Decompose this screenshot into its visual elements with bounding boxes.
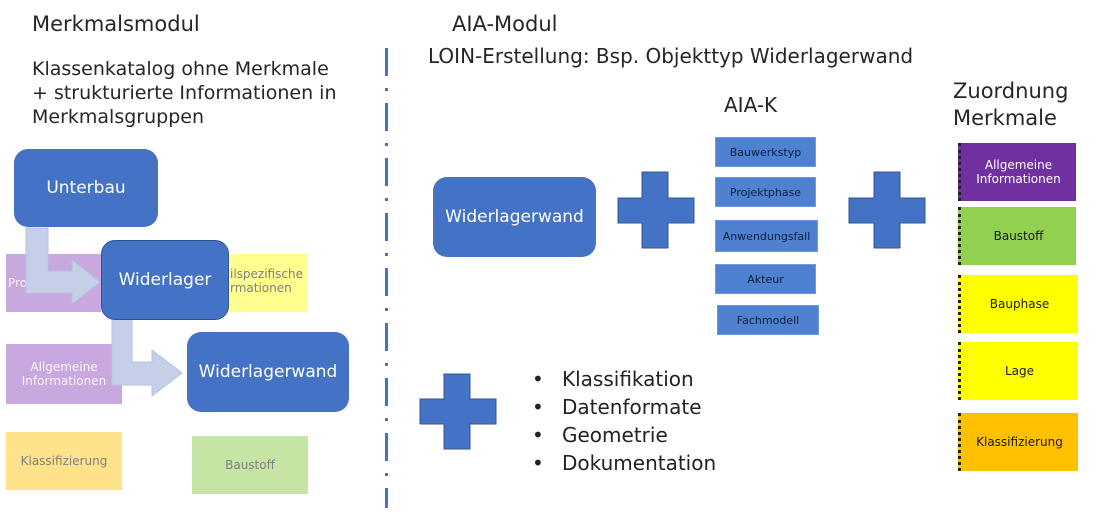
description-line: + strukturierte Informationen in: [32, 82, 337, 104]
group-detail-line: ilspezifische: [230, 267, 303, 281]
assignment-allgemeine-informationen: Allgemeine Informationen: [958, 143, 1076, 201]
plus-icon: [848, 171, 926, 249]
assignment-baustoff: Baustoff: [958, 207, 1076, 265]
additional-requirements-list: Klassifikation Datenformate Geometrie Do…: [532, 365, 716, 477]
description-line: Klassenkatalog ohne Merkmale: [32, 58, 329, 80]
aia-k-item-fachmodell: Fachmodell: [717, 305, 819, 335]
loin-subheading: LOIN-Erstellung: Bsp. Objekttyp Widerlag…: [428, 44, 914, 68]
group-allgemeine-line: Informationen: [21, 374, 107, 388]
merkmalsmodul-description: Klassenkatalog ohne Merkmale + strukturi…: [32, 57, 337, 129]
group-detail-line: rmationen: [230, 281, 292, 295]
assignment-label-line: Allgemeine: [984, 158, 1053, 172]
group-detail-info: ilspezifische rmationen: [228, 254, 308, 312]
group-allgemeine-line: Allgemeine: [30, 360, 98, 374]
section-divider: [385, 48, 388, 508]
aia-k-item-anwendungsfall: Anwendungsfall: [715, 220, 818, 252]
aia-k-item-akteur: Akteur: [715, 264, 816, 294]
list-item: Klassifikation: [532, 365, 716, 393]
aia-k-title: AIA-K: [724, 93, 778, 117]
group-klassifizierung: Klassifizierung: [6, 432, 122, 490]
group-baustoff: Baustoff: [192, 436, 308, 494]
group-allgemeine-informationen: Allgemeine Informationen: [6, 344, 122, 404]
object-type-widerlagerwand: Widerlagerwand: [433, 177, 596, 257]
node-unterbau: Unterbau: [14, 149, 158, 227]
arrow-unterbau-to-widerlager: [25, 227, 101, 306]
node-widerlagerwand: Widerlagerwand: [187, 332, 349, 412]
zuordnung-title-line: Zuordnung: [953, 79, 1069, 103]
assignment-klassifizierung: Klassifizierung: [958, 413, 1078, 471]
list-item: Datenformate: [532, 393, 716, 421]
aia-modul-heading: AIA-Modul: [452, 12, 558, 36]
assignment-lage: Lage: [958, 342, 1078, 400]
aia-k-item-bauwerkstyp: Bauwerkstyp: [715, 137, 816, 167]
list-item: Dokumentation: [532, 449, 716, 477]
description-line: Merkmalsgruppen: [32, 106, 204, 128]
list-item: Geometrie: [532, 421, 716, 449]
merkmalsmodul-heading: Merkmalsmodul: [32, 12, 200, 36]
aia-k-item-projektphase: Projektphase: [715, 177, 816, 207]
node-widerlager: Widerlager: [101, 240, 229, 320]
group-proj-label: Pro: [8, 276, 28, 290]
arrow-widerlager-to-wand: [111, 317, 183, 398]
zuordnung-title-line: Merkmale: [953, 106, 1057, 130]
plus-icon: [617, 171, 695, 249]
assignment-label-line: Informationen: [976, 172, 1061, 186]
plus-icon: [419, 373, 497, 450]
assignment-bauphase: Bauphase: [958, 275, 1078, 333]
zuordnung-merkmale-title: Zuordnung Merkmale: [953, 78, 1068, 132]
